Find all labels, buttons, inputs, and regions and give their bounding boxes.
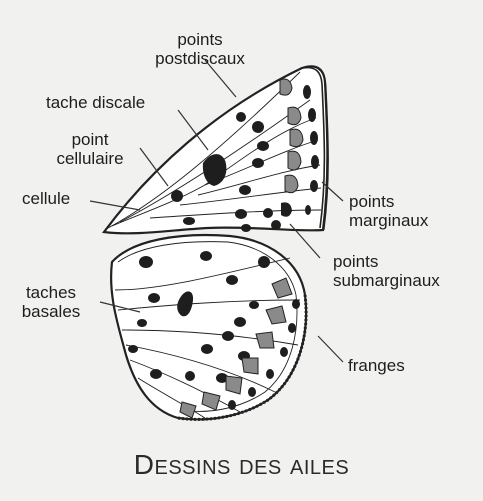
submarginal-spot (285, 175, 298, 193)
postdiscal-spot (252, 158, 264, 168)
label-line: points (349, 192, 428, 211)
basal-spot (150, 369, 162, 379)
basal-spot (137, 319, 147, 327)
label-taches-basales: taches basales (10, 283, 92, 321)
label-line: points (140, 30, 260, 49)
label-cellule: cellule (22, 189, 70, 208)
hindwing-marginal-spot (280, 347, 288, 357)
hindwing-spot (226, 275, 238, 285)
label-points-marginaux: points marginaux (349, 192, 428, 230)
hindwing-spot (258, 256, 270, 268)
basal-spot (139, 256, 153, 268)
postdiscal-spot (239, 185, 251, 195)
hindwing-submarginal-spot (242, 358, 258, 374)
label-point-cellulaire: point cellulaire (40, 130, 140, 168)
submarginal-spot (288, 107, 301, 125)
marginal-spot (311, 155, 319, 169)
marginal-spot (310, 131, 318, 145)
label-points-submarginaux: points submarginaux (333, 252, 440, 290)
postdiscal-spot (236, 112, 246, 122)
label-line: point (40, 130, 140, 149)
hindwing-marginal-spot (288, 323, 296, 333)
hindwing-marginal-spot (228, 400, 236, 410)
hindwing-marginal-spot (292, 299, 300, 309)
diagram-title: Dessins des ailes (0, 449, 483, 481)
marginal-spot (308, 108, 316, 122)
label-line: basales (10, 302, 92, 321)
postdiscal-spot (271, 220, 281, 230)
cell-spot (183, 217, 195, 225)
hindwing-spot (185, 371, 195, 381)
submarginal-spot (288, 151, 301, 170)
label-line: marginaux (349, 211, 428, 230)
marginal-spot (303, 85, 311, 99)
cell-spot (171, 190, 183, 202)
label-tache-discale: tache discale (46, 93, 145, 112)
basal-spot (128, 345, 138, 353)
label-line: points (333, 252, 440, 271)
postdiscal-spot (263, 208, 273, 218)
postdiscal-spot (235, 209, 247, 219)
postdiscal-spot (252, 121, 264, 133)
label-line: submarginaux (333, 271, 440, 290)
postdiscal-spot (241, 224, 251, 232)
label-franges: franges (348, 356, 405, 375)
submarginal-spot (290, 129, 303, 147)
leader-franges (318, 336, 343, 362)
hindwing-spot (201, 344, 213, 354)
label-line: taches (10, 283, 92, 302)
hindwing-marginal-spot (266, 369, 274, 379)
label-line: postdiscaux (140, 49, 260, 68)
label-line: cellulaire (40, 149, 140, 168)
hindwing-marginal-spot (248, 387, 256, 397)
basal-spot (148, 293, 160, 303)
postdiscal-spot (257, 141, 269, 151)
hindwing-spot (234, 317, 246, 327)
label-points-postdiscaux: points postdiscaux (140, 30, 260, 68)
marginal-spot (310, 180, 318, 192)
hindwing-spot (200, 251, 212, 261)
marginal-spot (305, 205, 311, 215)
hindwing-spot (222, 331, 234, 341)
hindwing-spot (249, 301, 259, 309)
